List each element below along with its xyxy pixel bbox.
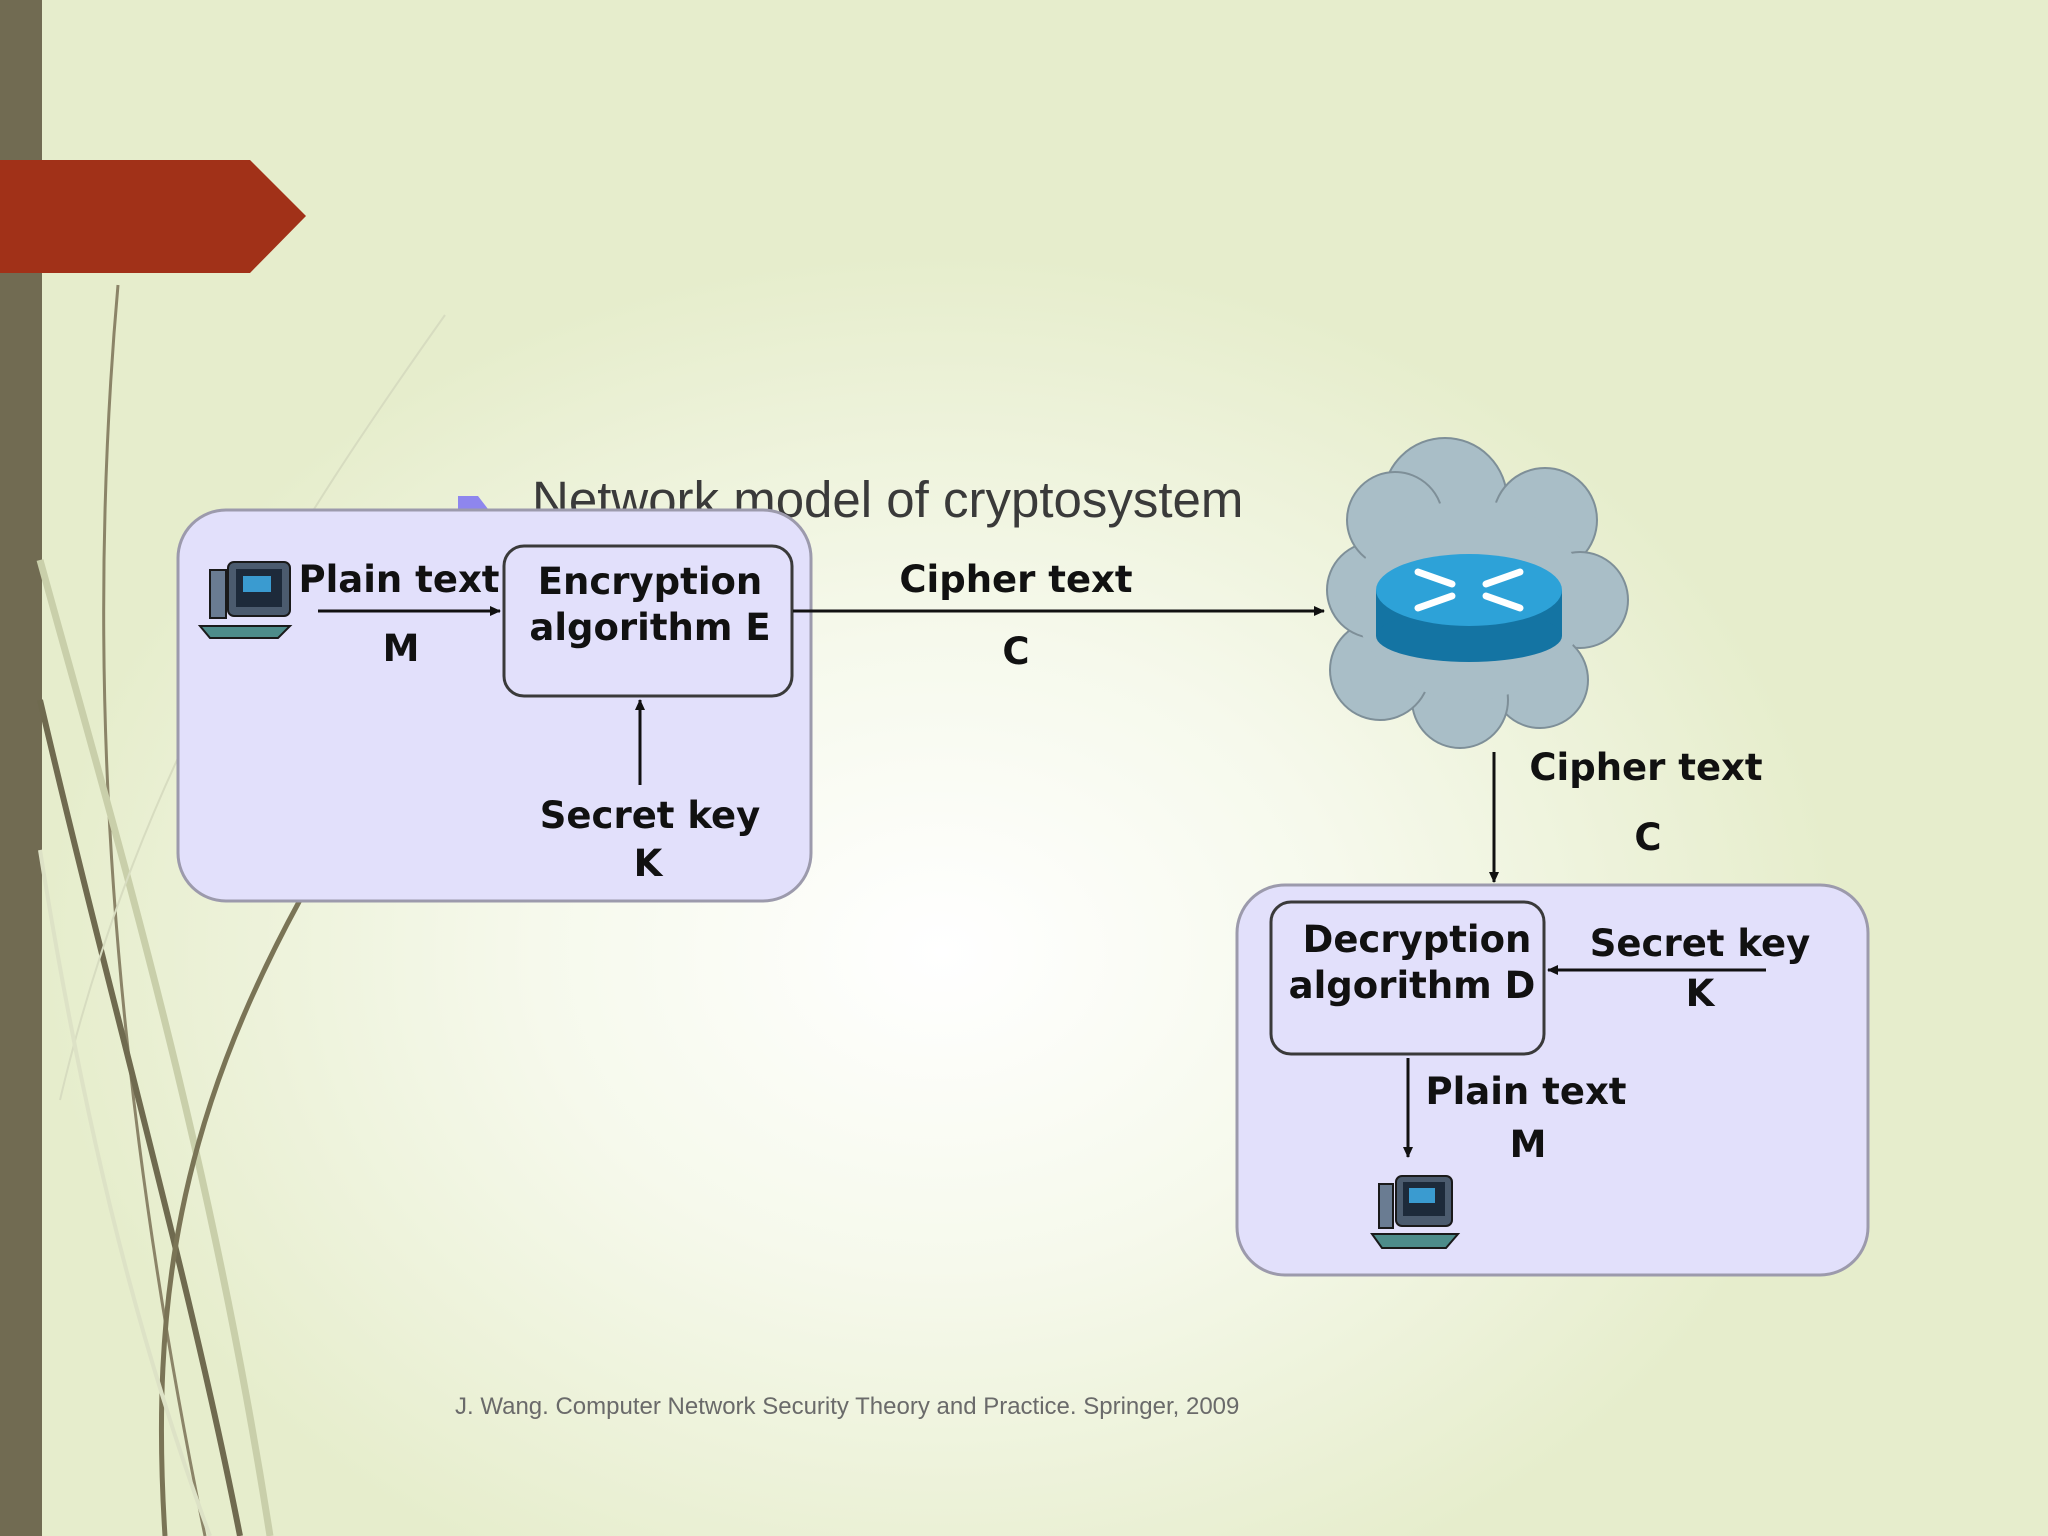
channel-ciphertext-label: Cipher text <box>899 558 1132 601</box>
decryption-algorithm-line1: Decryption <box>1303 918 1532 961</box>
decryption-algorithm-box <box>1269 900 1546 1056</box>
encryption-algorithm-box <box>502 544 794 698</box>
citation: J. Wang. Computer Network Security Theor… <box>455 1393 1240 1420</box>
sender-key-symbol: K <box>634 842 664 885</box>
receiver-plaintext-symbol: M <box>1510 1123 1547 1166</box>
receiver-plaintext-label: Plain text <box>1425 1070 1626 1113</box>
sender-plaintext-symbol: M <box>383 627 420 670</box>
encryption-algorithm-line2: algorithm E <box>529 606 770 649</box>
sender-computer-icon <box>197 561 293 639</box>
title-accent-tab <box>0 160 306 273</box>
encryption-algorithm-line1: Encryption <box>538 560 763 603</box>
sender-plaintext-label: Plain text <box>298 558 499 601</box>
channel-ciphertext-symbol: C <box>1002 630 1029 673</box>
receiver-computer-icon <box>1370 1175 1461 1249</box>
router-icon <box>1376 554 1562 662</box>
decryption-algorithm-line2: algorithm D <box>1289 964 1536 1007</box>
network-ciphertext-label: Cipher text <box>1529 746 1762 789</box>
receiver-key-label: Secret key <box>1590 922 1810 965</box>
receiver-key-symbol: K <box>1686 972 1716 1015</box>
network-ciphertext-symbol: C <box>1634 816 1661 859</box>
sender-key-label: Secret key <box>540 794 760 837</box>
